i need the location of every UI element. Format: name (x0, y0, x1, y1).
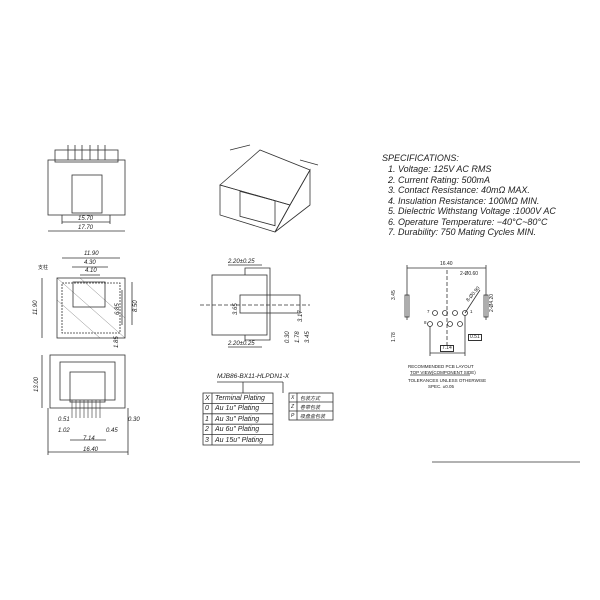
isometric-view (219, 144, 319, 233)
front-view (47, 145, 126, 232)
side-view (200, 264, 310, 348)
dim-label: 2.20±0.25 (228, 341, 255, 347)
dim-label: 4.10 (85, 268, 97, 274)
table-cell: 1 (205, 416, 209, 423)
dim-label: 2.20±0.25 (228, 259, 255, 265)
tolerance-value: SPEC. ±0.05 (428, 384, 454, 389)
dim-label: 0.45 (106, 428, 118, 434)
bottom-view (41, 354, 129, 455)
table-cell: X (291, 395, 295, 401)
dim-label: 7.14 (440, 345, 454, 352)
dim-label: 8.50 (133, 300, 139, 312)
dim-label: 1.85 (114, 336, 120, 348)
section-view (41, 257, 133, 339)
dim-label: 16.40 (440, 261, 453, 267)
table-cell: X (205, 395, 210, 402)
dim-label: 3.65 (233, 303, 239, 315)
dim-label: 15.70 (78, 216, 94, 222)
dim-label: 0.30 (128, 417, 140, 423)
spec-item: 7. Durability: 750 Mating Cycles MIN. (388, 227, 537, 237)
dim-label: 13.00 (34, 376, 40, 392)
dim-label: 1.78 (391, 332, 397, 342)
dim-label: 4.30 (84, 260, 96, 266)
table-cell: 2 (205, 426, 209, 433)
pcb-title: RECOMMENDED PCB LAYOUT (408, 364, 474, 369)
dim-label: 0.51 (468, 334, 482, 341)
dim-label: 1.02 (58, 428, 70, 434)
dim-label: 11.90 (33, 300, 39, 315)
table-cell: Z (291, 404, 295, 410)
dim-label: 1.78 (295, 331, 301, 343)
spec-item: 4. Insulation Resistance: 100MΩ MIN. (388, 195, 540, 206)
dim-label: 3.45 (305, 331, 311, 343)
spec-item: 5. Dielectric Withstang Voltage :1000V A… (388, 206, 556, 216)
dim-label: 11.90 (84, 251, 99, 257)
table-cell: 卷带包装 (300, 405, 321, 411)
pcb-subtitle: TOP VIEW(COMPONENT SIDE) (410, 370, 476, 375)
pin-label: 1 (470, 309, 473, 314)
post-label: 支柱 (38, 265, 49, 271)
table-cell: Au 6u" Plating (215, 426, 260, 433)
table-cell: 吸盘盒包装 (300, 414, 326, 420)
table-cell: P (291, 413, 295, 419)
dim-label: 0.30 (285, 331, 291, 343)
spec-item: 6. Operature Temperature: −40°C~80°C (388, 216, 548, 227)
table-cell: Au 15u" Plating (215, 437, 264, 444)
dim-label: 16.40 (83, 447, 99, 453)
pin-label: 7 (427, 309, 430, 314)
table-cell: 包装方式 (300, 396, 321, 402)
tolerance-note: TOLERANCES UNLESS OTHERWISE (408, 378, 487, 383)
spec-item: 1. Voltage: 125V AC RMS (388, 164, 492, 174)
dim-label: 2-Ø0.60 (460, 271, 479, 277)
part-number-lines (202, 381, 334, 446)
table-cell: 3 (205, 437, 209, 444)
table-cell: Au 3u" Plating (215, 416, 260, 423)
part-number: MJB86-BX11-HLPDN1-X (217, 373, 290, 380)
table-cell: Terminal Plating (215, 395, 265, 402)
dim-label: 6.85 (115, 303, 121, 315)
dim-label: 3.17 (298, 310, 304, 322)
spec-item: 3. Contact Resistance: 40mΩ MAX. (388, 185, 530, 195)
dim-label: 2-Ø4.20 (489, 293, 495, 312)
pcb-layout (404, 265, 489, 376)
dim-label: 17.70 (78, 225, 94, 231)
spec-item: 2. Current Rating: 500mA (388, 174, 491, 185)
table-cell: 0 (205, 405, 209, 412)
dim-label: 7.14 (83, 436, 95, 442)
table-cell: Au 1u" Plating (215, 405, 260, 412)
dim-label: 3.45 (391, 290, 397, 300)
pin-label: 8 (424, 320, 427, 325)
spec-title: SPECIFICATIONS: (382, 153, 459, 163)
dim-label: 0.51 (58, 417, 70, 423)
